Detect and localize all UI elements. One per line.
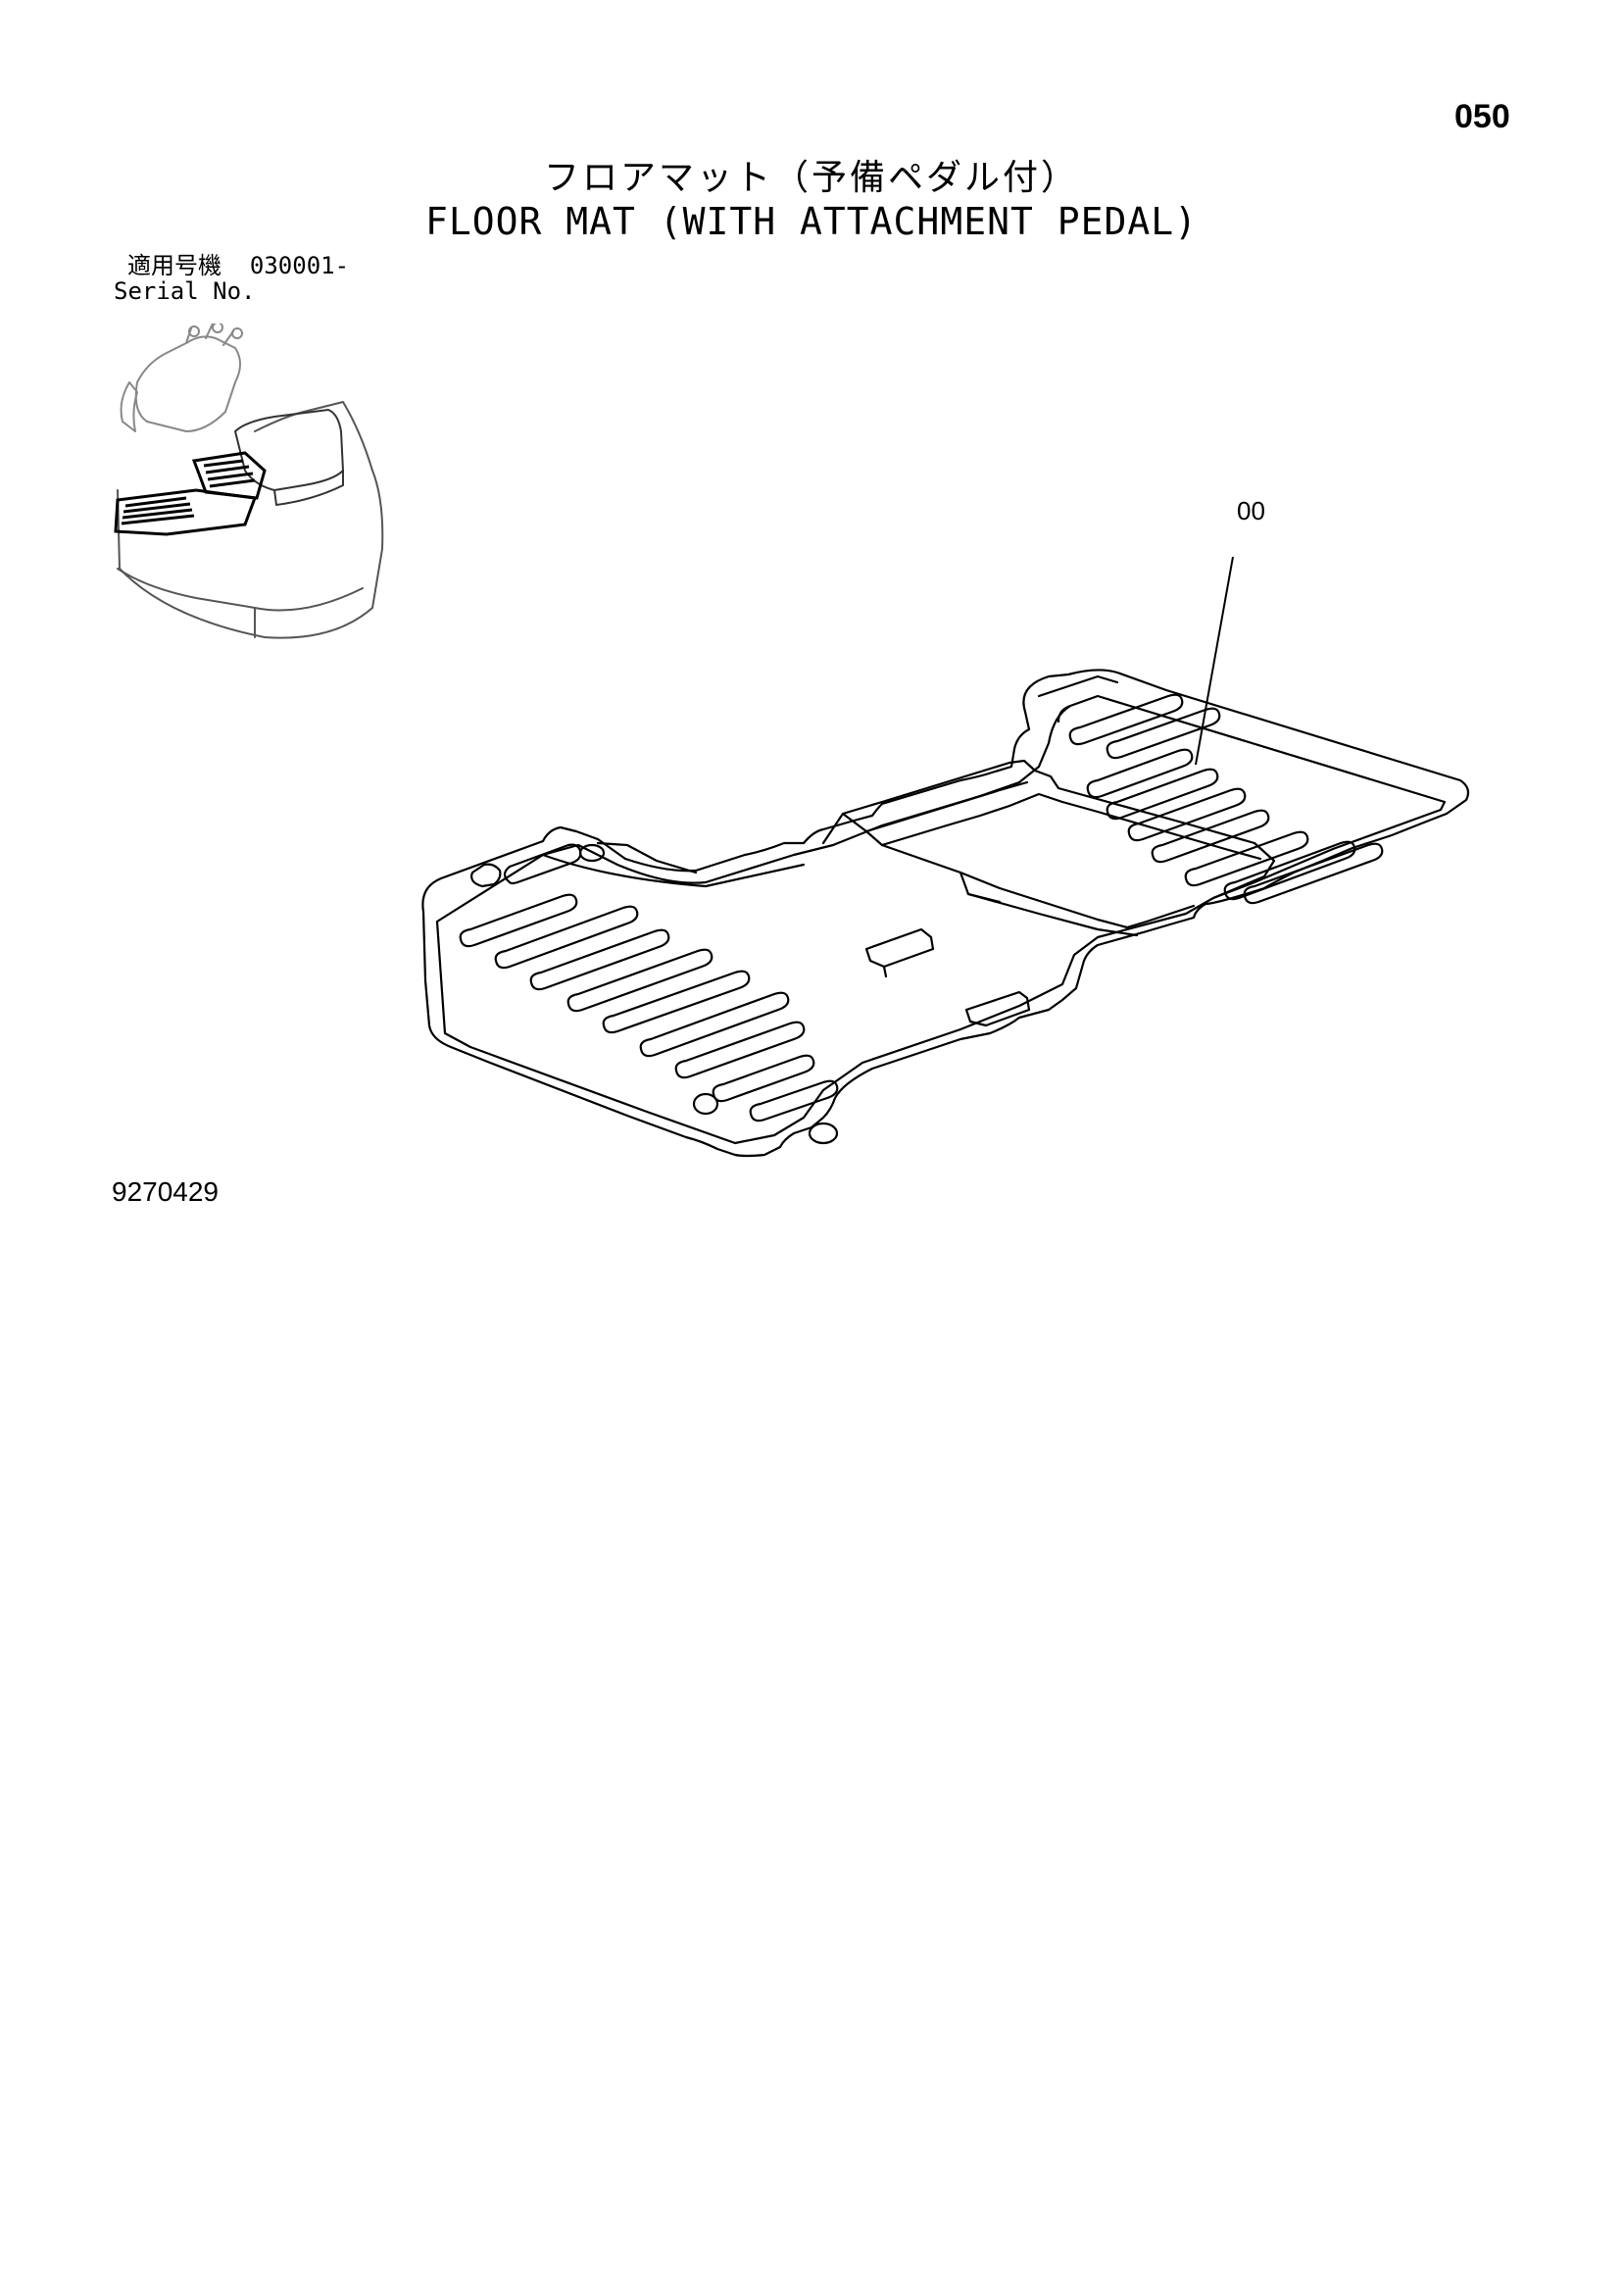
- page-number: 050: [1454, 98, 1510, 135]
- location-thumbnail: [114, 324, 384, 639]
- drawing-number: 9270429: [112, 1176, 220, 1207]
- serial-label-japanese: 適用号機: [127, 252, 221, 279]
- serial-row-japanese: 適用号機 030001-: [114, 253, 349, 278]
- part-callout: 00: [1237, 496, 1265, 525]
- page-title-english: FLOOR MAT (WITH ATTACHMENT PEDAL): [425, 200, 1198, 243]
- serial-label-english: Serial No.: [114, 277, 256, 305]
- page-title-japanese: フロアマット（予備ペダル付）: [543, 158, 1079, 198]
- floor-mat-drawing: [421, 556, 1470, 1158]
- serial-number-block: 適用号機 030001- Serial No.: [114, 253, 349, 304]
- serial-value: 030001-: [249, 252, 350, 279]
